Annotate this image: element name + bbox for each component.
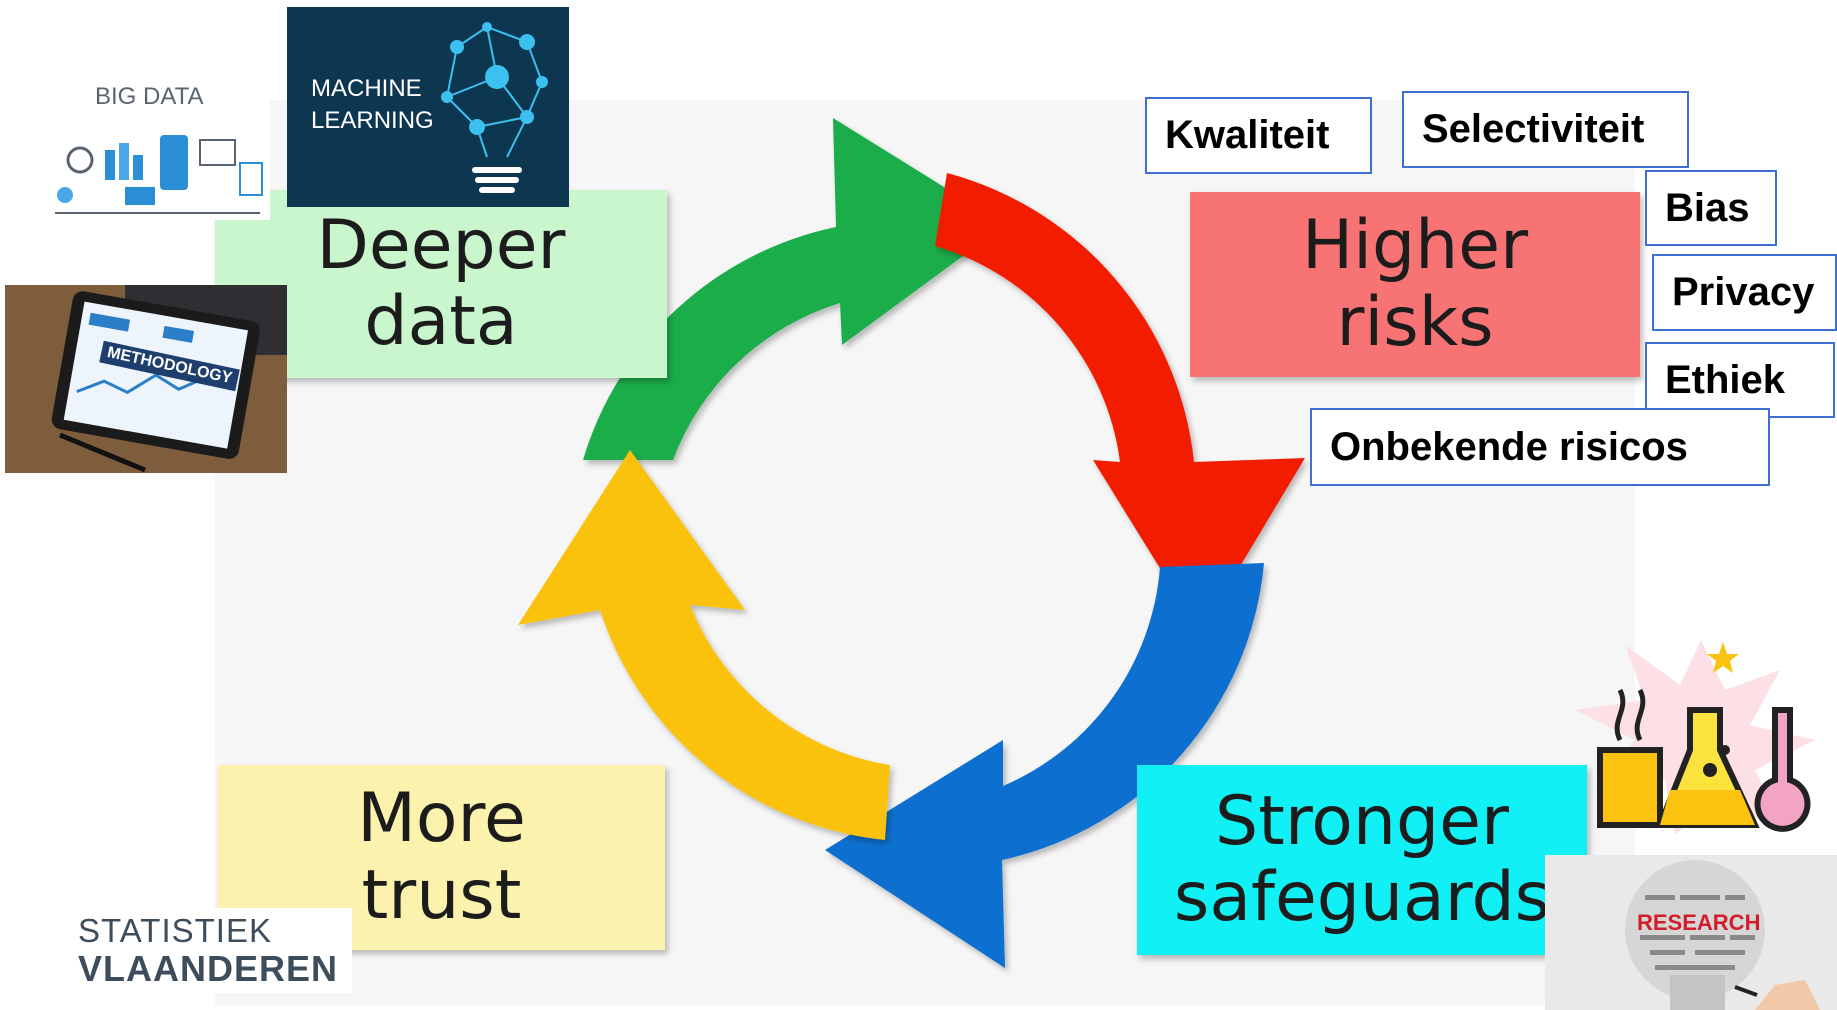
methodology-image: METHODOLOGY	[5, 285, 287, 473]
tag-bias: Bias	[1645, 170, 1777, 246]
tag-kwaliteit-label: Kwaliteit	[1165, 113, 1330, 157]
stage-deeper-line2: data	[364, 282, 518, 361]
stage-higher-line2: risks	[1336, 282, 1494, 362]
logo-line2: VLAANDEREN	[78, 948, 339, 989]
research-label: RESEARCH	[1637, 910, 1761, 935]
yellow-arrow	[518, 450, 890, 840]
stage-trust-line2: trust	[361, 855, 522, 935]
tag-ethiek: Ethiek	[1645, 342, 1835, 418]
tag-privacy: Privacy	[1652, 254, 1837, 331]
logo-line1: STATISTIEK	[78, 912, 272, 949]
stage-higher-line1: Higher	[1301, 206, 1529, 286]
tag-selectiviteit: Selectiviteit	[1402, 91, 1689, 168]
machine-learning-image: MACHINE LEARNING	[287, 7, 569, 207]
tag-onbekende-risicos: Onbekende risicos	[1310, 408, 1770, 486]
blue-arrow	[825, 563, 1264, 968]
research-image: RESEARCH	[1545, 855, 1837, 1010]
tag-bias-label: Bias	[1665, 185, 1750, 230]
tag-selectiviteit-label: Selectiviteit	[1422, 107, 1645, 151]
stage-trust-line1: More	[357, 779, 526, 859]
statistiek-vlaanderen-logo: STATISTIEK VLAANDEREN	[72, 908, 352, 993]
tag-onbekende-label: Onbekende risicos	[1330, 424, 1688, 469]
ml-line2: LEARNING	[311, 107, 434, 134]
red-arrow	[935, 173, 1305, 633]
big-data-image: BIG DATA	[45, 75, 270, 220]
lightbulb-network-icon	[441, 22, 548, 193]
stage-stronger-line1: Stronger	[1215, 781, 1509, 861]
ml-line1: MACHINE	[311, 75, 422, 102]
tag-privacy-label: Privacy	[1672, 270, 1815, 314]
stage-stronger-line2: safeguards	[1173, 858, 1551, 937]
tag-ethiek-label: Ethiek	[1665, 357, 1786, 402]
stage-deeper-line1: Deeper	[316, 205, 566, 285]
big-data-title: BIG DATA	[95, 83, 204, 110]
tablet-photo-icon	[5, 285, 287, 473]
big-data-icons	[55, 135, 263, 214]
lab-flasks-image	[1565, 630, 1837, 842]
green-arrow	[583, 118, 1005, 460]
research-wordcloud-icon	[1625, 860, 1820, 1010]
lab-flasks-icon	[1575, 640, 1815, 835]
tag-kwaliteit: Kwaliteit	[1145, 97, 1372, 174]
